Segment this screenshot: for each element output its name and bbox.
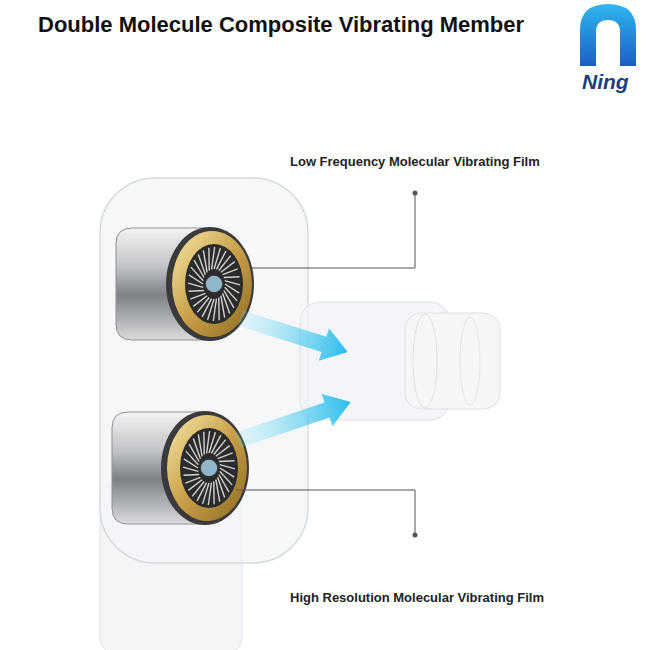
- driver-fin: [225, 284, 239, 293]
- driver-fin: [214, 440, 226, 455]
- leader-dot: [413, 191, 418, 196]
- leader-line: [252, 193, 415, 268]
- driver-fin: [213, 482, 215, 505]
- driver-fin: [208, 248, 210, 271]
- driver-fin: [183, 467, 198, 471]
- driver-fin: [203, 432, 205, 455]
- driver-fin: [218, 298, 220, 321]
- driver-fin: [223, 269, 238, 275]
- driver-fin: [198, 434, 202, 456]
- callout-label: Low Frequency Molecular Vibrating Film: [290, 154, 540, 169]
- driver-fin: [214, 248, 220, 269]
- driver-fin: [221, 296, 225, 318]
- nozzle-tip: [405, 313, 500, 409]
- driver-fin: [189, 444, 199, 461]
- leader-dot: [413, 533, 418, 538]
- sound-arrow: [233, 386, 357, 456]
- driver-fin: [220, 465, 235, 469]
- driver-fin: [192, 482, 204, 497]
- nozzle-ring: [413, 314, 437, 408]
- driver-fin: [219, 460, 235, 462]
- driver-fin: [189, 290, 205, 292]
- driver-fin: [224, 291, 234, 308]
- driver-fin: [218, 453, 233, 459]
- driver-fin: [216, 480, 220, 502]
- driver-fin: [203, 250, 207, 272]
- driver-fin: [197, 298, 209, 313]
- nozzle-ring: [460, 317, 480, 405]
- driver-fin: [184, 474, 200, 476]
- driver-fin: [209, 432, 215, 453]
- shell: [100, 178, 308, 563]
- driver-fin: [188, 283, 203, 287]
- sound-arrow: [235, 302, 353, 368]
- driver-fin: [190, 293, 205, 299]
- driver-fin: [224, 276, 240, 278]
- driver-fin: [208, 299, 214, 320]
- logo-text: Ning: [582, 70, 629, 94]
- callout-label: High Resolution Molecular Vibrating Film: [290, 590, 544, 605]
- high-resolution-driver: [112, 411, 249, 525]
- driver-fin: [194, 260, 204, 277]
- driver-fin: [219, 256, 231, 271]
- driver-fin: [189, 275, 203, 284]
- logo-mark: [580, 4, 636, 66]
- leader-line: [236, 490, 415, 535]
- driver-fin: [185, 477, 200, 483]
- driver-fin: [220, 468, 234, 477]
- driver-fin: [225, 281, 240, 285]
- title: Double Molecule Composite Vibrating Memb…: [38, 12, 524, 38]
- low-frequency-driver: [116, 227, 254, 341]
- driver-fin: [184, 459, 198, 468]
- driver-fin: [203, 483, 209, 504]
- driver-fin: [219, 475, 229, 492]
